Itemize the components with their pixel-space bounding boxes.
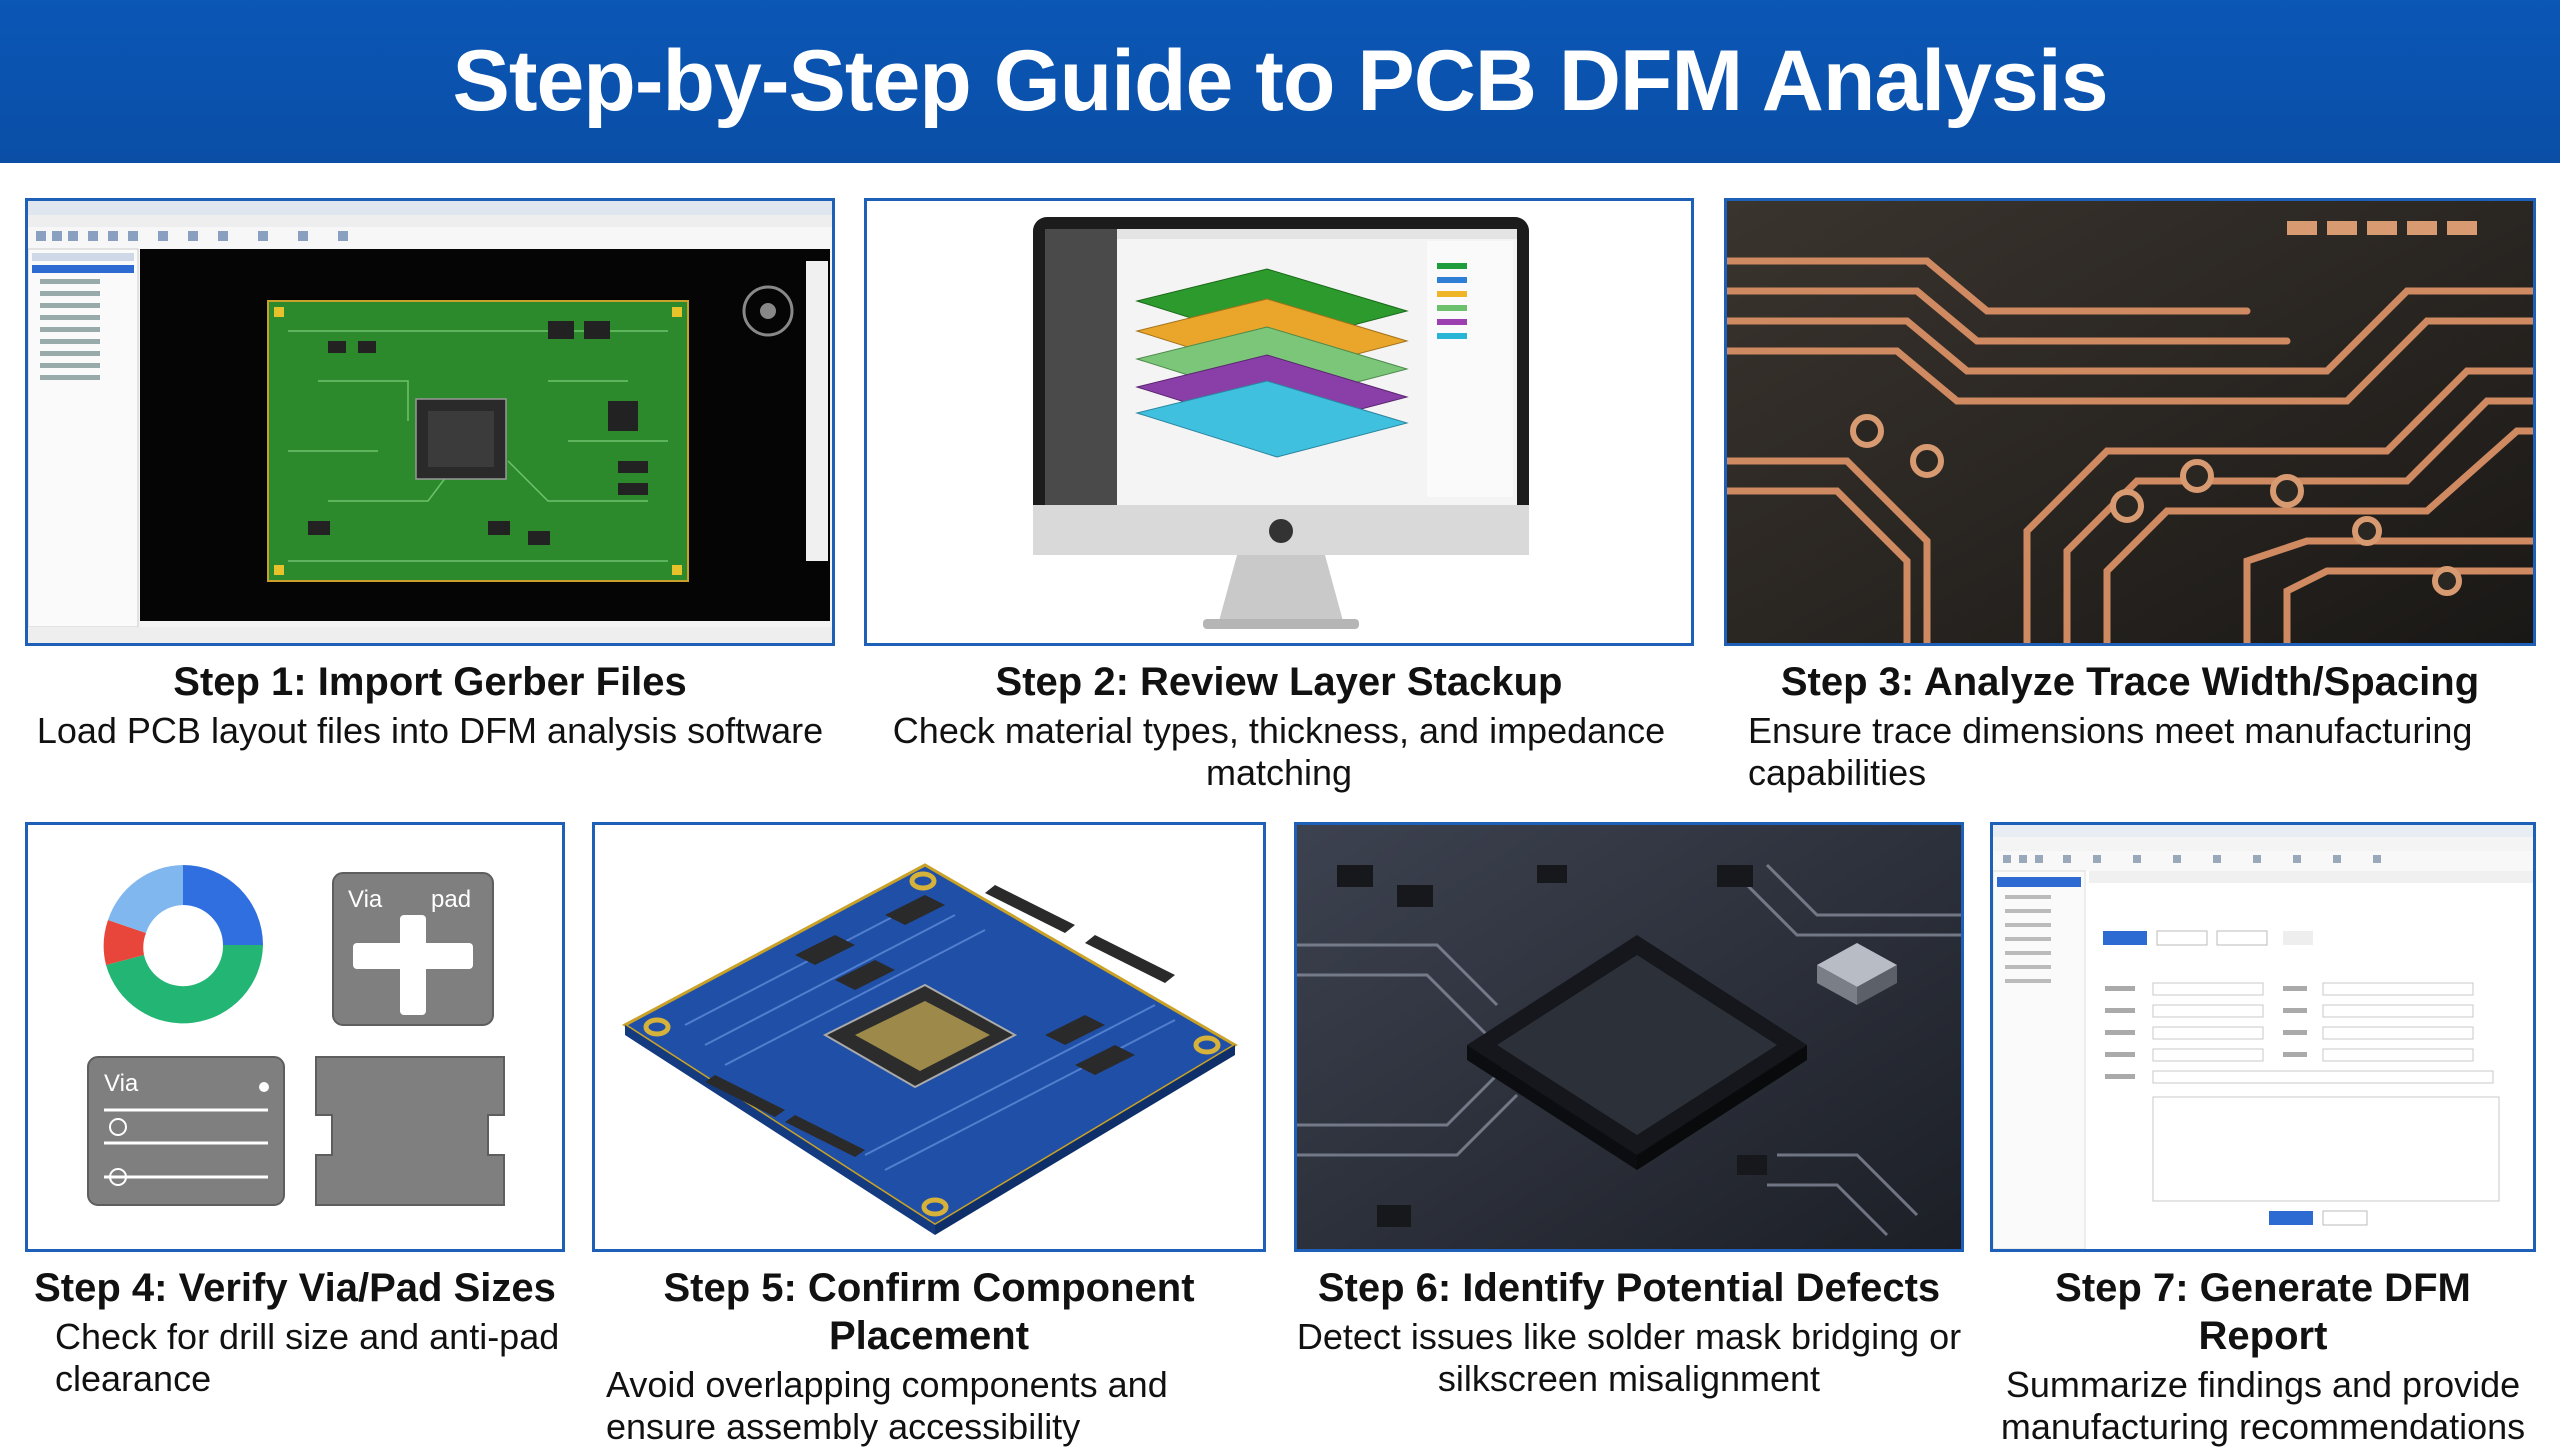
via-pad-diagram: Via pad Via [28, 825, 562, 1249]
gerber-software-screenshot [28, 201, 832, 643]
step3-description: Ensure trace dimensions meet manufacturi… [1748, 710, 2473, 793]
step1-description: Load PCB layout files into DFM analysis … [36, 710, 824, 751]
step2-description: Check material types, thickness, and imp… [892, 710, 1666, 793]
step7-caption: Step 7: Generate DFM Report Summarize fi… [1990, 1264, 2536, 1448]
step1-image-panel [25, 198, 835, 646]
step5-image-panel [592, 822, 1266, 1252]
step6-caption: Step 6: Identify Potential Defects Detec… [1294, 1264, 1964, 1400]
step1-caption: Step 1: Import Gerber Files Load PCB lay… [25, 658, 835, 752]
header-banner: Step-by-Step Guide to PCB DFM Analysis [0, 0, 2560, 163]
step4-caption: Step 4: Verify Via/Pad Sizes Check for d… [25, 1264, 565, 1400]
component-placement-board [595, 825, 1263, 1249]
defect-chip-photo [1297, 825, 1961, 1249]
step3-image-panel [1724, 198, 2536, 646]
step2-title: Step 2: Review Layer Stackup [995, 660, 1563, 704]
step1-title: Step 1: Import Gerber Files [173, 660, 687, 704]
step4-image-panel: Via pad Via [25, 822, 565, 1252]
step6-description: Detect issues like solder mask bridging … [1296, 1316, 1962, 1399]
step4-title: Step 4: Verify Via/Pad Sizes [34, 1266, 556, 1310]
pad-label-top: pad [431, 886, 471, 913]
step2-image-panel [864, 198, 1694, 646]
via-label-bottom: Via [104, 1070, 139, 1097]
step6-title: Step 6: Identify Potential Defects [1317, 1266, 1941, 1310]
step3-caption: Step 3: Analyze Trace Width/Spacing Ensu… [1724, 658, 2536, 794]
dfm-report-screenshot [1993, 825, 2533, 1249]
step7-title: Step 7: Generate DFM Report [2055, 1266, 2471, 1358]
step7-image-panel [1990, 822, 2536, 1252]
step5-title: Step 5: Confirm Component Placement [663, 1266, 1195, 1358]
step2-caption: Step 2: Review Layer Stackup Check mater… [864, 658, 1694, 794]
via-label-top: Via [348, 886, 383, 913]
page-title: Step-by-Step Guide to PCB DFM Analysis [452, 33, 2108, 129]
copper-traces-photo [1727, 201, 2533, 643]
layer-stackup-monitor [867, 201, 1691, 643]
step7-description: Summarize findings and provide manufactu… [2000, 1364, 2526, 1447]
step3-title: Step 3: Analyze Trace Width/Spacing [1780, 660, 2480, 704]
step4-description: Check for drill size and anti-pad cleara… [55, 1316, 560, 1399]
step5-caption: Step 5: Confirm Component Placement Avoi… [592, 1264, 1266, 1448]
donut-chart-icon [103, 865, 263, 1024]
step6-image-panel [1294, 822, 1964, 1252]
step5-description: Avoid overlapping components and ensure … [606, 1364, 1168, 1447]
